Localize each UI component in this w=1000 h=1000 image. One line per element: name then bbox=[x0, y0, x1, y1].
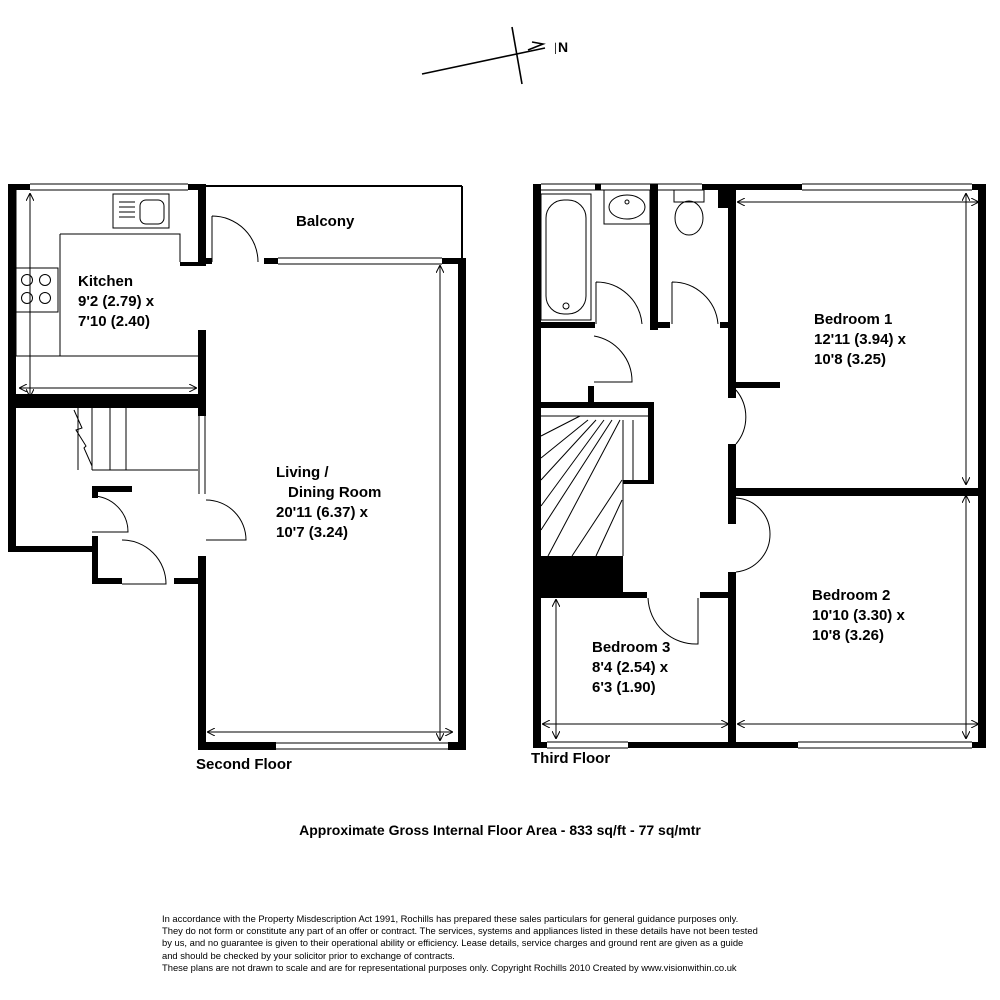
disclaimer-line: and should be checked by your solicitor … bbox=[162, 949, 455, 961]
bedroom3-dim2: 6'3 (1.90) bbox=[592, 679, 656, 696]
kitchen-worktop bbox=[15, 190, 198, 357]
stair-void-fill bbox=[541, 556, 623, 594]
living-name-2: Dining Room bbox=[288, 484, 382, 501]
bedroom2-dim1: 10'10 (3.30) x bbox=[812, 607, 905, 624]
disclaimer: In accordance with the Property Misdescr… bbox=[162, 913, 862, 974]
balcony-label: Balcony bbox=[296, 213, 355, 230]
interior-walls bbox=[10, 262, 206, 498]
third-floor-plan bbox=[533, 183, 986, 749]
door-swings bbox=[593, 281, 771, 645]
bedroom1-dim2: 10'8 (3.25) bbox=[814, 351, 886, 368]
bedroom2-dim2: 10'8 (3.26) bbox=[812, 627, 884, 644]
disclaimer-line: by us, and no guarantee is given to thei… bbox=[162, 937, 744, 949]
kitchen-dim2: 7'10 (2.40) bbox=[78, 313, 150, 330]
living-name-1: Living / bbox=[276, 464, 329, 481]
dimension-lines bbox=[20, 194, 452, 740]
exterior-walls bbox=[8, 184, 466, 750]
living-dim2: 10'7 (3.24) bbox=[276, 524, 348, 541]
windows bbox=[30, 183, 448, 750]
second-floor-plan bbox=[8, 183, 466, 750]
bedroom2-label: Bedroom 2 10'10 (3.30) x 10'8 (3.26) bbox=[812, 586, 905, 646]
bedroom1-name: Bedroom 1 bbox=[814, 311, 893, 328]
disclaimer-line: They do not form or constitute any part … bbox=[162, 925, 758, 937]
bathroom-fixtures bbox=[540, 189, 705, 321]
interior-walls bbox=[533, 184, 986, 748]
living-dim1: 20'11 (6.37) x bbox=[276, 504, 368, 521]
dimension-lines bbox=[543, 194, 978, 738]
kitchen-name: Kitchen bbox=[78, 273, 134, 290]
disclaimer-line: These plans are not drawn to scale and a… bbox=[162, 961, 737, 973]
kitchen-dim1: 9'2 (2.79) x bbox=[78, 293, 155, 310]
bedroom2-name: Bedroom 2 bbox=[812, 587, 891, 604]
bedroom1-label: Bedroom 1 12'11 (3.94) x 10'8 (3.25) bbox=[814, 310, 906, 370]
bedroom3-name: Bedroom 3 bbox=[592, 639, 671, 656]
kitchen-label: Kitchen 9'2 (2.79) x 7'10 (2.40) bbox=[78, 272, 154, 332]
door-swings bbox=[91, 215, 259, 585]
living-room-label: Living / Dining Room 20'11 (6.37) x 10'7… bbox=[276, 463, 381, 543]
north-label: N bbox=[556, 38, 570, 56]
balcony-railing bbox=[206, 185, 463, 258]
stairs bbox=[540, 415, 648, 557]
floor-area-summary: Approximate Gross Internal Floor Area - … bbox=[299, 822, 701, 838]
third-floor-title: Third Floor bbox=[531, 750, 611, 767]
stairs bbox=[73, 408, 198, 471]
second-floor-title: Second Floor bbox=[196, 756, 292, 773]
bedroom3-label: Bedroom 3 8'4 (2.54) x 6'3 (1.90) bbox=[592, 638, 670, 698]
north-arrow-icon bbox=[421, 26, 567, 85]
bedroom3-dim1: 8'4 (2.54) x bbox=[592, 659, 669, 676]
bedroom1-dim1: 12'11 (3.94) x bbox=[814, 331, 906, 348]
disclaimer-line: In accordance with the Property Misdescr… bbox=[162, 913, 739, 924]
